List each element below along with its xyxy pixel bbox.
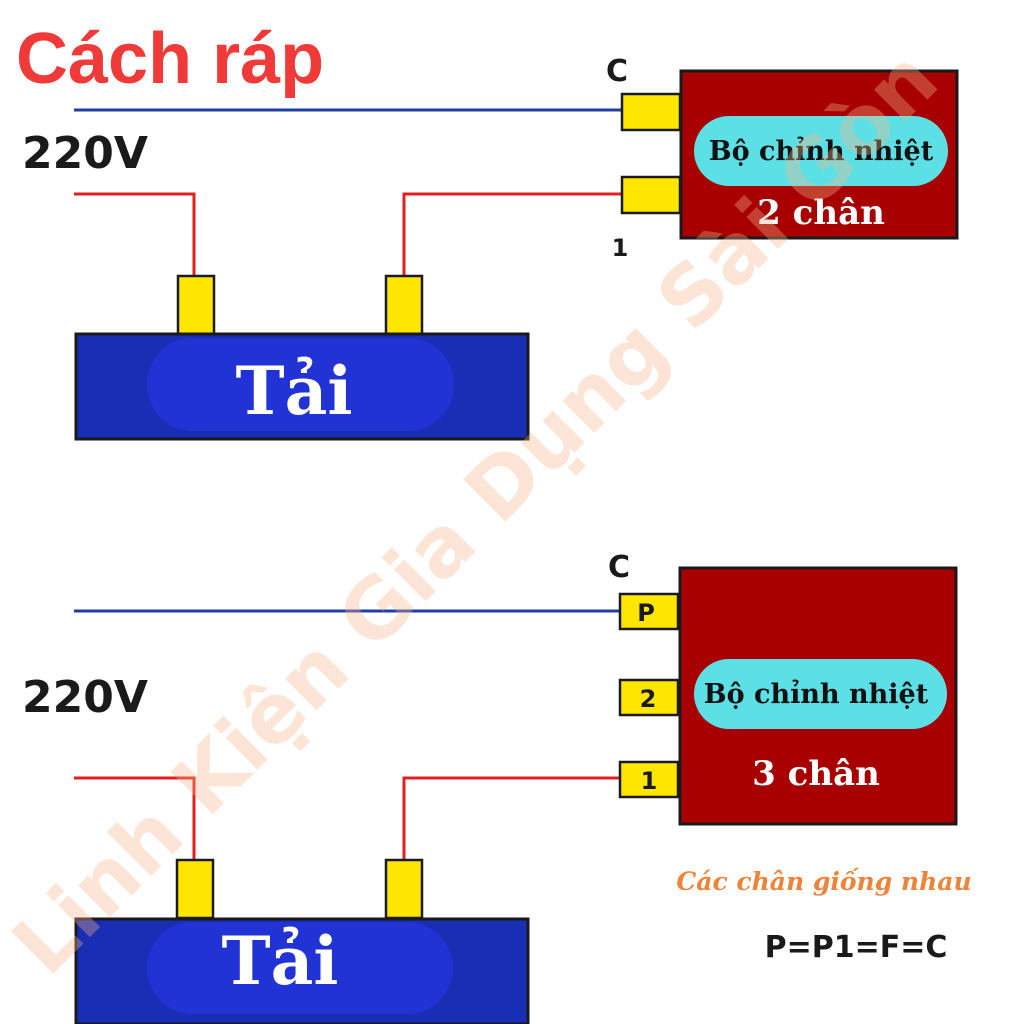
load-terminal-left (176, 274, 216, 336)
neutral-wire (74, 776, 196, 860)
load-terminal-right (384, 858, 424, 920)
terminal-2-label: 2 (640, 685, 657, 713)
terminal-1 (620, 175, 682, 215)
thermostat-type: 2 chân (757, 193, 885, 233)
voltage-label: 220V (22, 128, 148, 179)
load-terminal-right (384, 274, 424, 336)
terminal-c (620, 92, 682, 132)
voltage-label: 220V (22, 672, 148, 723)
note-text: Các chân giống nhau (676, 867, 971, 896)
neutral-wire (74, 192, 196, 276)
terminal-c-label: C (606, 54, 628, 89)
thermostat-type: 3 chân (752, 754, 880, 794)
load-to-thermostat-wire (402, 776, 620, 860)
load-label: Tải (222, 922, 339, 1000)
load-label-pill (147, 338, 454, 431)
load-label-pill (147, 922, 453, 1014)
terminal-2 (618, 678, 680, 717)
pin-equation: P=P1=F=C (765, 930, 948, 965)
thermostat-label-pill (694, 659, 947, 729)
page-title: Cách ráp (16, 19, 324, 99)
terminal-p-label: P (637, 599, 655, 627)
thermostat-label: Bộ chỉnh nhiệt (704, 678, 929, 710)
diagram-three-pin: 220V Bộ chỉnh nhiệt 3 chân P 2 1 C Tải C… (22, 550, 972, 1024)
thermostat-label-pill (694, 116, 948, 186)
thermostat-label: Bộ chỉnh nhiệt (709, 135, 934, 167)
terminal-1-label: 1 (612, 234, 629, 262)
load-to-thermostat-wire (402, 192, 622, 276)
terminal-p (618, 592, 680, 631)
terminal-1 (618, 760, 680, 799)
terminal-c-label: C (608, 550, 630, 585)
diagram-two-pin: 220V Bộ chỉnh nhiệt 2 chân C 1 Tải (22, 54, 959, 441)
load-label: Tải (236, 352, 353, 430)
load-terminal-left (175, 858, 215, 920)
terminal-1-label: 1 (641, 767, 658, 795)
